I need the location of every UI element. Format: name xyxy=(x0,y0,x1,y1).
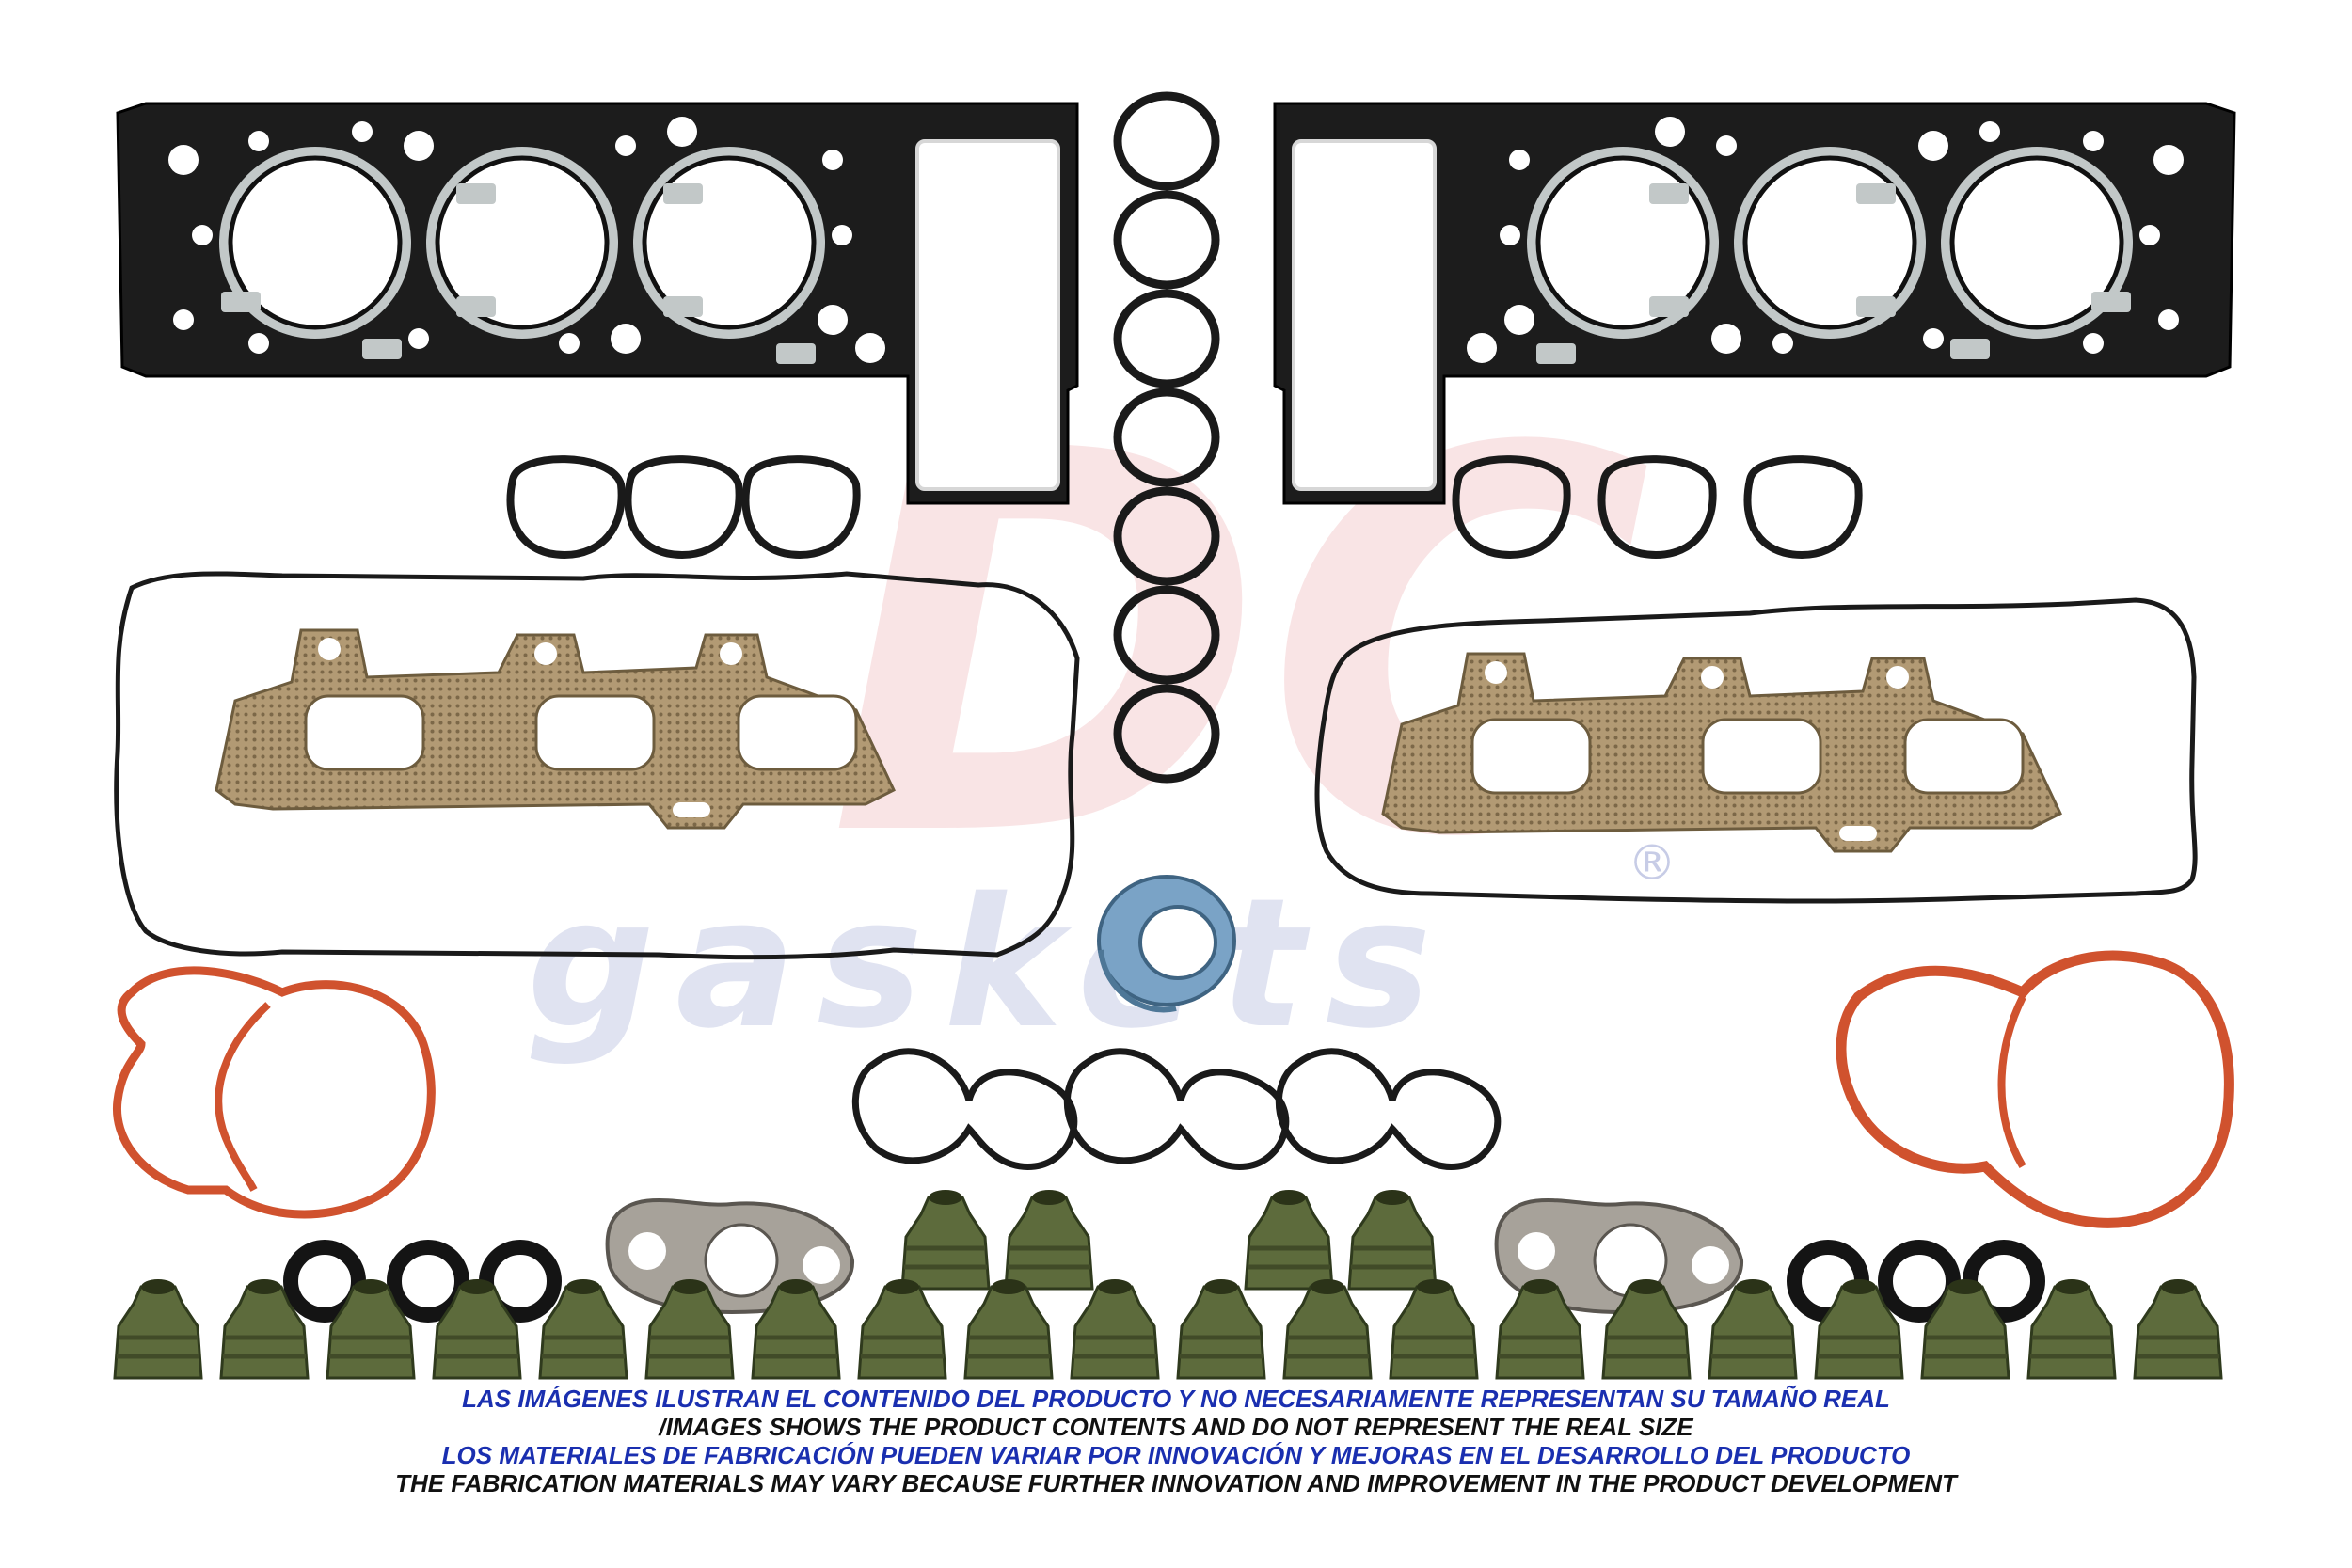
valve-stem-seal-icon xyxy=(2133,1279,2223,1380)
valve-stem-seal-icon xyxy=(1244,1190,1334,1291)
exhaust-manifold-gasket-icon xyxy=(215,628,896,830)
orange-gasket-icon xyxy=(1836,950,2234,1228)
valve-stem-seal-icon xyxy=(432,1279,522,1380)
orange-gasket-icon xyxy=(112,966,436,1219)
valve-stem-seal-icon xyxy=(113,1279,203,1380)
valve-cover-gasket-icon xyxy=(1314,597,2198,904)
valve-stem-seal-icon xyxy=(1495,1279,1585,1380)
valve-stem-seal-icon xyxy=(857,1279,947,1380)
disclaimer-line-en: /IMAGES SHOWS THE PRODUCT CONTENTS AND D… xyxy=(659,1413,1693,1441)
valve-stem-seal-icon xyxy=(1004,1190,1094,1291)
o-ring-stack xyxy=(1113,91,1220,784)
valve-stem-seal-icon xyxy=(1601,1279,1692,1380)
valve-stem-seal-icon xyxy=(1708,1279,1798,1380)
head-gasket-icon xyxy=(116,102,1079,505)
intake-gasket-row xyxy=(506,455,1863,560)
watermark: DC gaskets ® xyxy=(527,340,1677,1068)
valve-stem-seal-icon xyxy=(751,1279,841,1380)
watermark-word: gaskets xyxy=(527,860,1453,1068)
valve-stem-seal-icon xyxy=(2026,1279,2117,1380)
valve-stem-seal-icon xyxy=(538,1279,628,1380)
oil-seal-icon xyxy=(1097,875,1236,1013)
valve-stem-seal-icon xyxy=(963,1279,1054,1380)
valve-stem-seal-icon xyxy=(219,1279,310,1380)
figure-eight-gasket-row xyxy=(851,1048,1502,1170)
valve-stem-seal-icon xyxy=(1920,1279,2010,1380)
exhaust-manifold-gasket-icon xyxy=(1381,652,2062,853)
valve-stem-seal-icon xyxy=(900,1190,991,1291)
valve-stem-seal-icon xyxy=(1347,1190,1438,1291)
valve-stem-seal-icon xyxy=(1282,1279,1373,1380)
disclaimer-materials-en: THE FABRICATION MATERIALS MAY VARY BECAU… xyxy=(395,1469,1957,1497)
valve-stem-seal-icon xyxy=(1176,1279,1266,1380)
head-gasket-icon xyxy=(1273,102,2236,505)
disclaimer-line-es: LAS IMÁGENES ILUSTRAN EL CONTENIDO DEL P… xyxy=(462,1385,1890,1413)
valve-stem-seal-icon xyxy=(1070,1279,1160,1380)
disclaimer-materials-es: LOS MATERIALES DE FABRICACIÓN PUEDEN VAR… xyxy=(441,1441,1911,1469)
valve-stem-seal-icon xyxy=(1814,1279,1904,1380)
valve-stem-seal-icon xyxy=(644,1279,735,1380)
valve-stem-seal-icon xyxy=(326,1279,416,1380)
valve-stem-seal-group xyxy=(113,1190,2223,1380)
valve-stem-seal-icon xyxy=(1389,1279,1479,1380)
valve-cover-gasket-icon xyxy=(114,571,1080,960)
watermark-registered: ® xyxy=(1628,835,1677,892)
